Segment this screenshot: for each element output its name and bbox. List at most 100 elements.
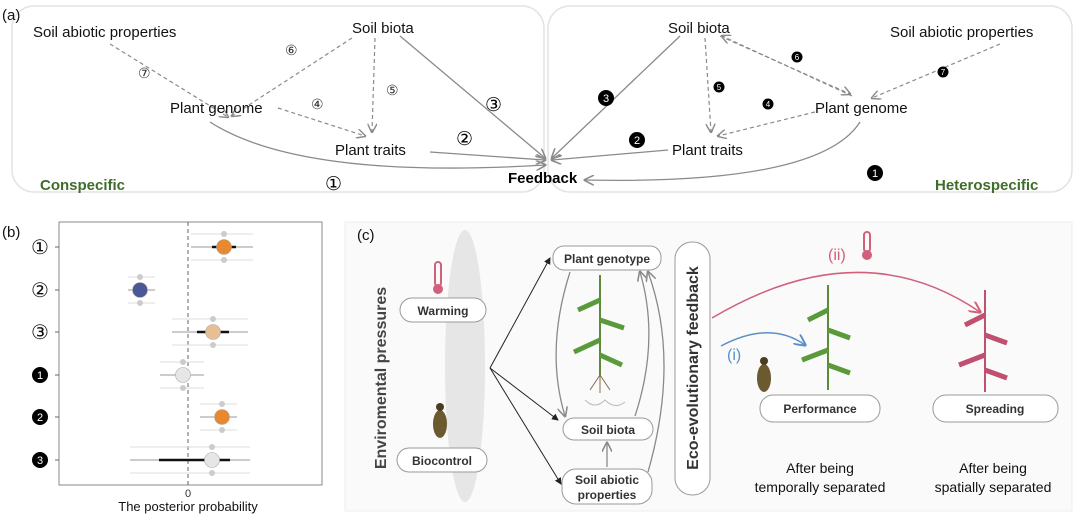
soil-abiotic-label-1: Soil abiotic [575,473,639,487]
filled-num-3: 3 [603,93,609,105]
filled-num-4: 4 [766,100,771,109]
y-tick-label: ① [31,237,49,259]
arrow-1-right [585,121,861,180]
soil-biota-box [562,417,654,441]
pink-plant-illustration [958,290,1008,392]
filled-num-7: 7 [941,68,946,77]
biocontrol-pill [396,447,488,473]
num-4: ④ [311,96,324,112]
right-soil-abiotic: Soil abiotic properties [890,24,1033,41]
conspecific-box [11,5,545,193]
sub-point [210,316,216,322]
abiotic-to-genotype-arrow [648,272,665,473]
heterospecific-label: Heterospecific [935,177,1038,194]
beetle-icon [757,357,771,392]
soil-abiotic-box [561,468,653,505]
path-ii-label: (ii) [828,247,846,264]
panel-c: (c) Enviromental pressures Warming Bioco… [344,221,1073,512]
panel-a-label: (a) [2,7,20,24]
y-tick-label: 1 [37,370,43,382]
arrow-to-genotype [489,257,551,369]
sub-point [221,257,227,263]
right-soil-biota: Soil biota [668,20,730,37]
arrow-3-right [552,35,681,158]
arrow-6b-right [719,35,850,94]
sub-point [209,470,215,476]
beetle-icon [433,403,447,438]
arrow-6-left [232,37,353,116]
sub-point [180,385,186,391]
biota-to-genotype-arrow [634,272,650,417]
arrow-7-right [872,43,1001,98]
x-tick-0: 0 [185,488,191,500]
arrow-4-right [718,111,816,136]
arrow-2-right [552,149,669,160]
posterior-point [214,409,230,425]
panel-c-label: (c) [357,227,375,244]
num-2: ② [456,129,473,150]
performance-label: Performance [783,402,857,416]
y-tick-label: 3 [37,455,43,467]
arrow-5-left [372,37,375,132]
filled-number-badge [32,367,48,383]
posterior-point [175,367,191,383]
left-soil-biota: Soil biota [352,20,414,37]
temporal-label-1: After being [786,460,854,476]
filled-num-6: 6 [795,53,800,62]
filled-numbers: 1 2 3 4 5 6 7 [598,51,949,181]
left-soil-abiotic: Soil abiotic properties [33,24,176,41]
arrow-4-left [277,107,365,136]
posterior-point [216,239,232,255]
left-plant-genome: Plant genome [170,100,263,117]
arrow-2-left [429,151,545,160]
feedback-label: Feedback [508,170,578,187]
sub-point [209,444,215,450]
spreading-label: Spreading [966,402,1025,416]
green-plant-illustration [801,285,851,390]
arrow-to-biota [489,367,559,421]
right-plant-traits: Plant traits [672,142,743,159]
sub-point [210,342,216,348]
plant-genotype-label: Plant genotype [564,252,650,266]
conspecific-label: Conspecific [40,177,125,194]
sub-point [137,274,143,280]
num-7: ⑦ [138,65,151,81]
genotype-to-biota-arrow [555,271,571,416]
arrow-7-left [109,43,228,117]
thermometer-icon [433,261,443,294]
right-plant-genome: Plant genome [815,100,908,117]
filled-num-1: 1 [872,168,878,180]
filled-number-badge [32,409,48,425]
num-1: ① [325,174,342,195]
warming-label: Warming [418,304,469,318]
sub-point [219,401,225,407]
posterior-point [132,282,148,298]
x-axis-label: The posterior probability [118,499,258,514]
soil-biota-label: Soil biota [581,423,635,437]
posterior-point [205,324,221,340]
plant-soil-illustration [572,275,626,406]
feedback-pill [674,241,711,496]
biocontrol-label: Biocontrol [412,454,472,468]
performance-arrow [720,332,805,346]
arrow-1-left [209,121,545,168]
sub-point [137,300,143,306]
performance-pill [759,394,881,423]
filled-num-5: 5 [717,83,722,92]
y-tick-label: ③ [31,322,49,344]
filled-number-badge [32,452,48,468]
spatial-label-2: spatially separated [935,479,1052,495]
plot-frame [58,221,323,486]
soil-abiotic-label-2: properties [578,488,637,502]
eco-evolutionary-feedback-label: Eco-evolutionary feedback [685,266,702,470]
filled-num-2: 2 [634,135,640,147]
posterior-point [204,452,220,468]
plant-genotype-box [552,245,662,271]
num-6: ⑥ [285,42,298,58]
num-5: ⑤ [386,82,399,98]
pressures-label: Enviromental pressures [373,287,390,469]
sub-point [219,427,225,433]
sub-point [180,359,186,365]
